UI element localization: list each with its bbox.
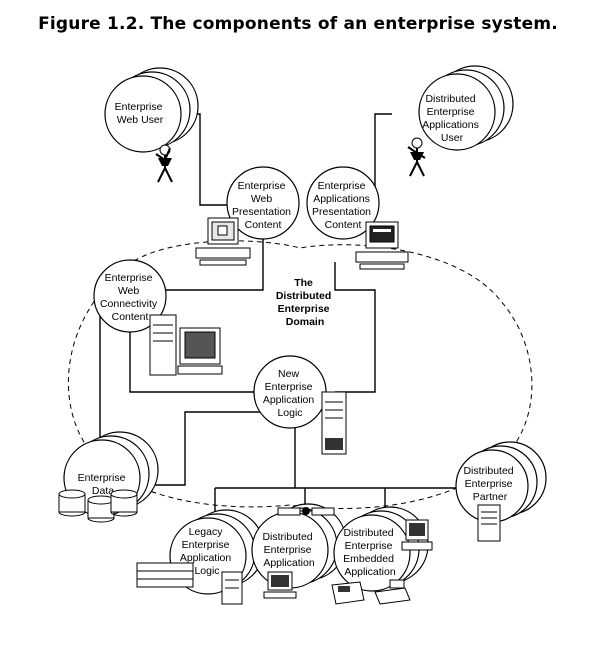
legacy-label: Legacy Enterprise Application Logic <box>180 526 234 577</box>
dist-app-user-label: Distributed Enterprise Applications User <box>422 93 482 144</box>
app-logic-server-icon <box>321 391 347 455</box>
partner-node <box>455 441 547 523</box>
mainframe-icon <box>136 562 243 605</box>
figure-title: Figure 1.2. The components of an enterpr… <box>38 14 558 34</box>
embedded-node <box>333 506 429 592</box>
satellite-icon <box>277 507 335 516</box>
new-app-logic-label: New Enterprise Application Logic <box>263 368 317 419</box>
web-presentation-node <box>226 166 300 240</box>
partner-label: Distributed Enterprise Partner <box>463 465 516 503</box>
web-user-label: Enterprise Web User <box>115 101 166 126</box>
partner-server-icon <box>477 504 501 542</box>
domain-label: The Distributed Enterprise Domain <box>276 277 334 328</box>
dist-app-user-figure-icon <box>407 137 426 177</box>
web-connectivity-label: Enterprise Web Connectivity Content <box>100 272 160 323</box>
app-presentation-node <box>306 166 380 240</box>
web-presentation-label: Enterprise Web Presentation Content <box>232 180 294 231</box>
printer-icon <box>374 579 411 605</box>
dist-app-node <box>251 503 347 589</box>
legacy-node <box>169 509 265 595</box>
embedded-label: Distributed Enterprise Embedded Applicat… <box>343 527 397 578</box>
app-workstation-icon <box>355 221 409 270</box>
web-connectivity-node <box>93 259 167 333</box>
enterprise-data-label: Enterprise Data <box>78 472 129 497</box>
app-presentation-label: Enterprise Applications Presentation Con… <box>312 180 374 231</box>
enterprise-web-user-node <box>104 67 199 153</box>
dist-app-user-node <box>418 65 514 151</box>
web-workstation-icon <box>195 217 251 266</box>
web-user-figure-icon <box>155 144 173 183</box>
dist-app-label: Distributed Enterprise Application <box>262 531 315 569</box>
connectivity-server-icon <box>149 314 223 376</box>
dist-app-computer-icon <box>263 571 297 599</box>
fax-machine-icon <box>331 581 365 605</box>
embedded-desktop-icon <box>401 519 433 551</box>
